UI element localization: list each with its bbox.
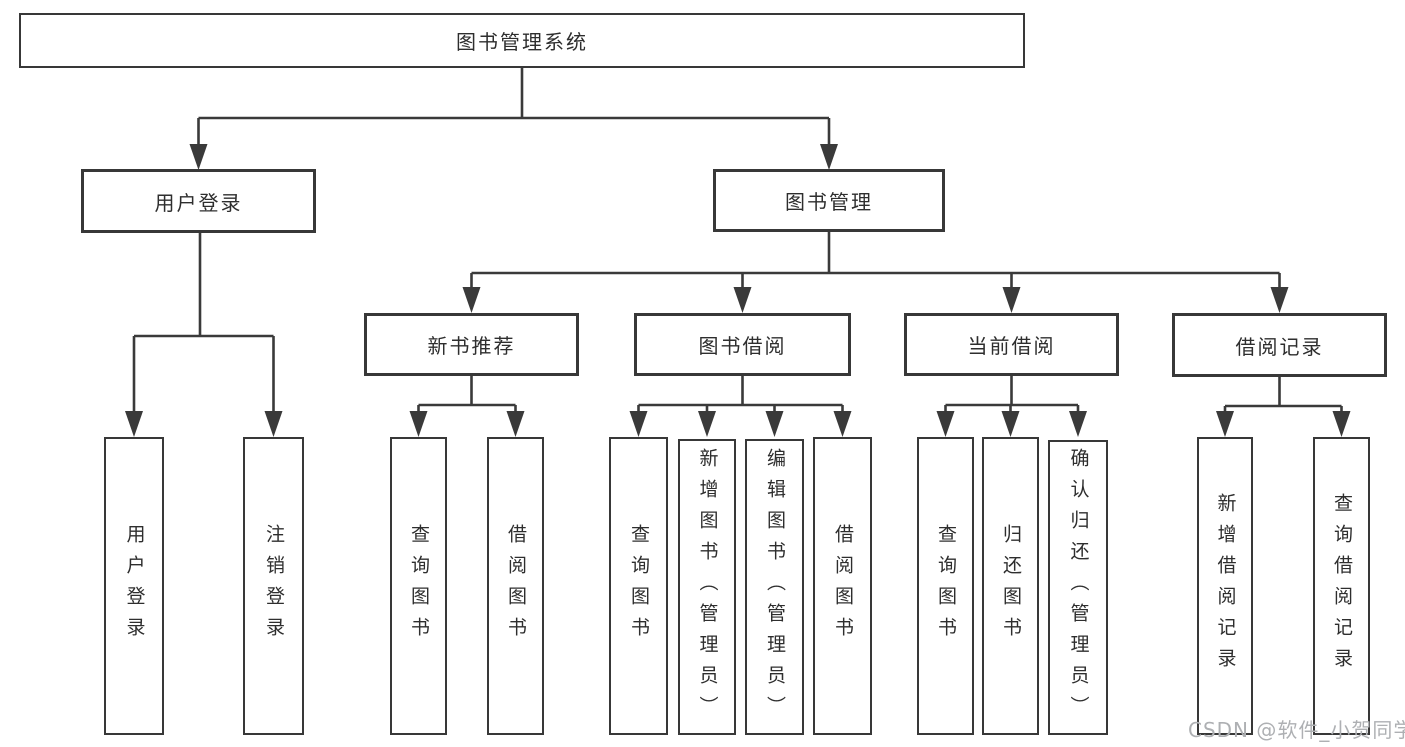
node-records-add-borrow-record: 新增借阅记录 [1197,437,1253,735]
node-current-confirm-return-admin: 确认归还（管理员） [1048,440,1108,735]
watermark: CSDN @软件_小贺同学 [1188,718,1405,742]
node-book-management: 图书管理 [713,169,945,232]
node-book-borrowing: 图书借阅 [634,313,851,376]
node-borrowing-add-books-admin: 新增图书（管理员） [678,439,736,735]
node-records-query-borrow-record: 查询借阅记录 [1313,437,1370,735]
node-user-login-action: 用户登录 [104,437,164,735]
node-borrowing-records: 借阅记录 [1172,313,1387,377]
node-library-system: 图书管理系统 [19,13,1025,68]
node-new-book-recommendation: 新书推荐 [364,313,579,376]
node-borrowing-borrow-books: 借阅图书 [813,437,872,735]
arrowhead-icons [125,144,1351,437]
node-logout-action: 注销登录 [243,437,304,735]
node-borrowing-edit-books-admin: 编辑图书（管理员） [745,439,804,735]
node-current-query-books: 查询图书 [917,437,974,735]
node-current-return-books: 归还图书 [982,437,1039,735]
node-borrowing-query-books: 查询图书 [609,437,668,735]
node-user-login: 用户登录 [81,169,316,233]
node-recommend-query-books: 查询图书 [390,437,447,735]
node-recommend-borrow-books: 借阅图书 [487,437,544,735]
node-current-borrowing: 当前借阅 [904,313,1119,376]
